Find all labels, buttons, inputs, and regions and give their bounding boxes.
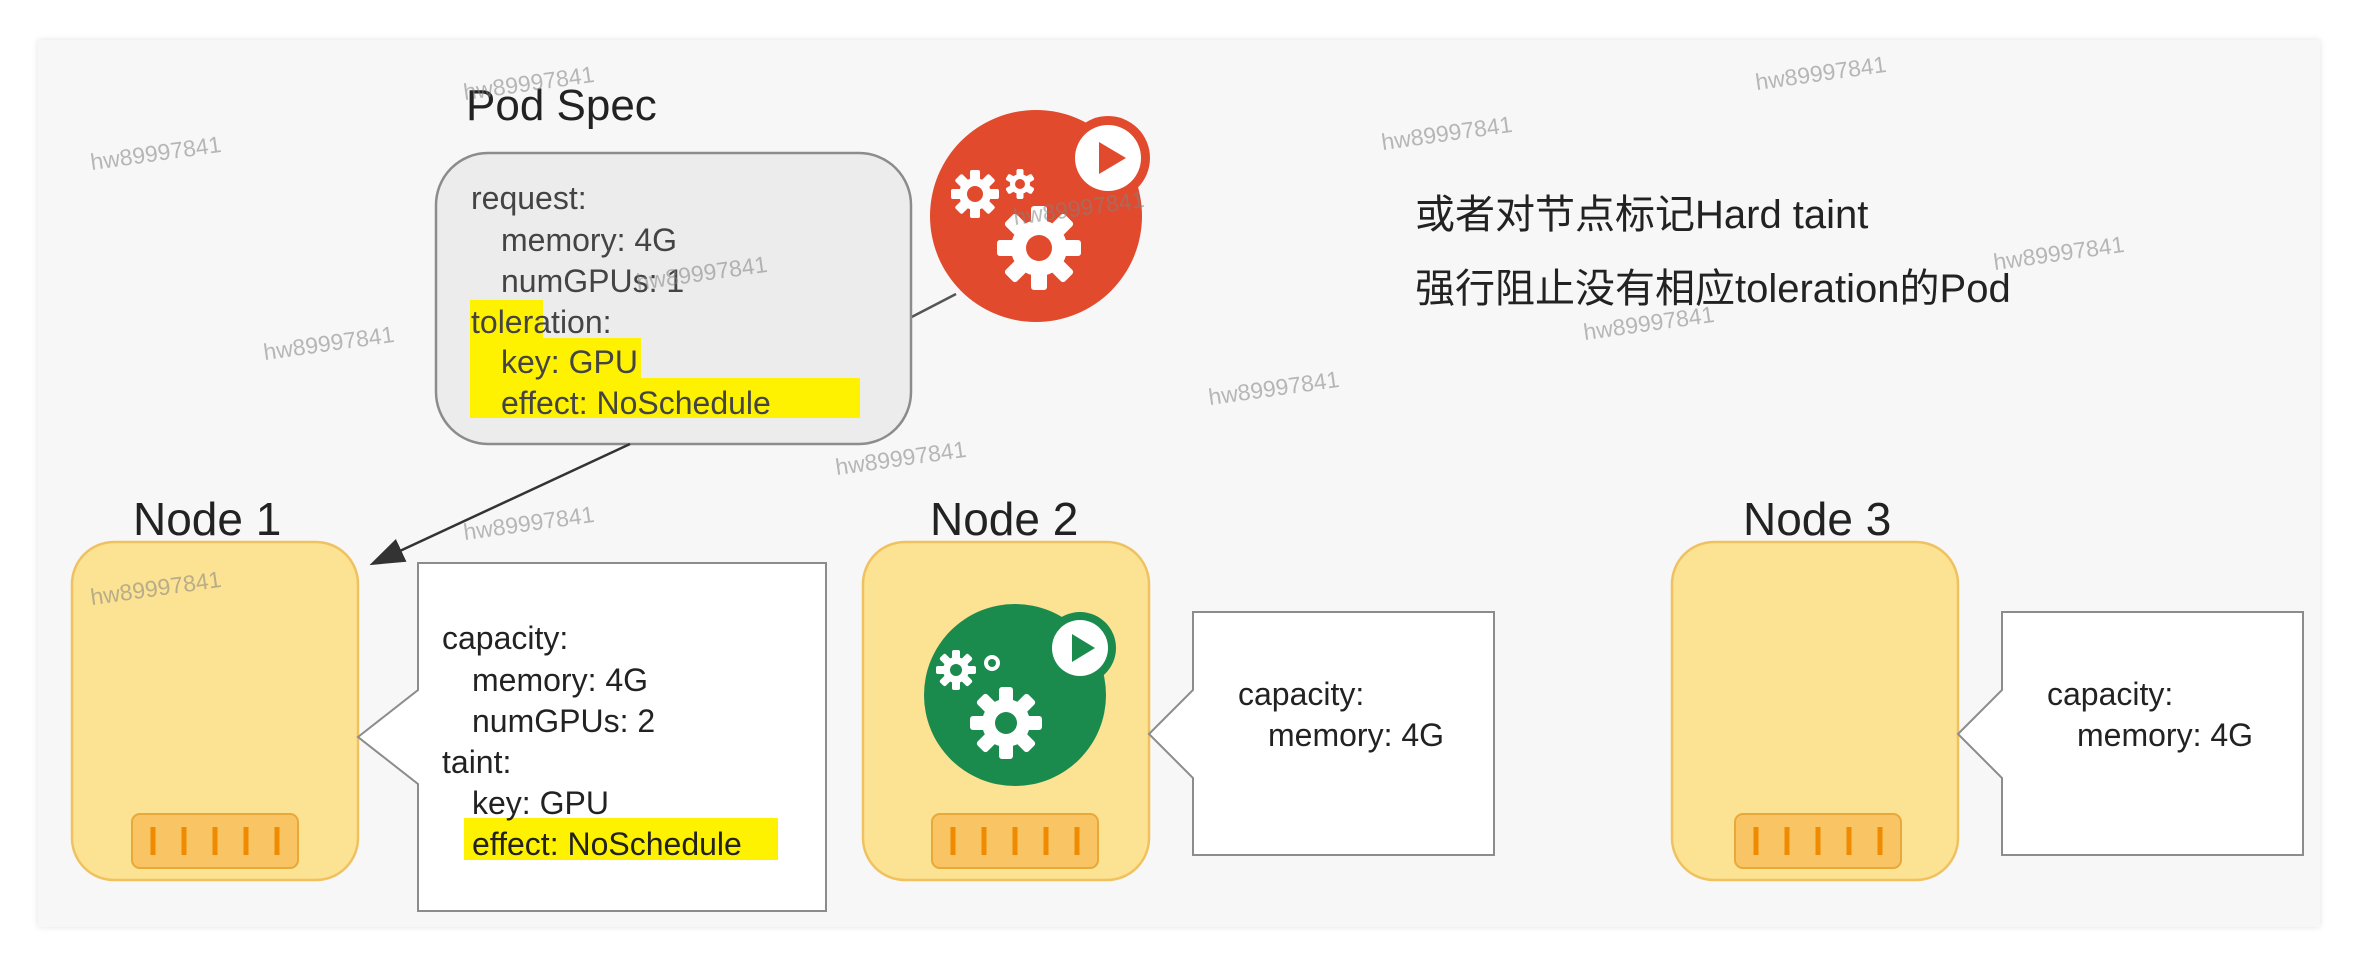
node-2 bbox=[861, 540, 1151, 882]
gear-icon-small bbox=[936, 650, 976, 690]
toleration-key-highlight bbox=[470, 338, 641, 378]
spec-line-key: key: GPU bbox=[501, 344, 638, 380]
node-3-capacity-callout bbox=[1956, 611, 2304, 856]
toleration-highlight bbox=[470, 300, 543, 338]
node-3 bbox=[1670, 540, 1960, 882]
play-icon bbox=[1072, 634, 1095, 662]
gear-icon-small bbox=[951, 170, 999, 218]
gear-icon-tiny bbox=[1005, 169, 1035, 199]
taint-effect-highlight bbox=[464, 818, 778, 860]
node-1-cap-numgpus: numGPUs: 2 bbox=[472, 703, 656, 739]
node-1-title: Node 1 bbox=[133, 493, 282, 545]
play-icon bbox=[1099, 142, 1126, 174]
node-1-cap-effect: effect: NoSchedule bbox=[472, 826, 742, 862]
node-1-cap-taint: taint: bbox=[442, 744, 512, 780]
spec-line-memory: memory: 4G bbox=[501, 222, 678, 258]
toleration-effect-highlight bbox=[470, 378, 860, 418]
node-3-cap-capacity: capacity: bbox=[2047, 676, 2174, 712]
schedule-arrow bbox=[369, 442, 631, 566]
spec-line-toleration: toleration: bbox=[471, 304, 612, 340]
node-2-cap-capacity: capacity: bbox=[1238, 676, 1365, 712]
node-1 bbox=[70, 540, 360, 882]
note-line-2: 强行阻止没有相应toleration的Pod bbox=[1415, 267, 2011, 311]
gear-icon-large bbox=[970, 687, 1042, 759]
node-1-cap-memory: memory: 4G bbox=[472, 662, 649, 698]
pod-icon-green bbox=[924, 604, 1116, 786]
node-3-title: Node 3 bbox=[1743, 493, 1892, 545]
pod-icon-red bbox=[930, 110, 1150, 322]
node-2-title: Node 2 bbox=[930, 493, 1079, 545]
spec-line-request: request: bbox=[471, 180, 587, 216]
note-line-1: 或者对节点标记Hard taint bbox=[1415, 193, 1869, 237]
spec-line-numgpus: numGPUs: 1 bbox=[501, 263, 685, 299]
node-3-cap-memory: memory: 4G bbox=[2077, 717, 2254, 753]
gear-icon-tiny bbox=[984, 655, 1000, 671]
node-1-cap-key: key: GPU bbox=[472, 785, 609, 821]
diagram-canvas bbox=[70, 110, 2304, 912]
node-2-cap-memory: memory: 4G bbox=[1268, 717, 1445, 753]
spec-line-effect: effect: NoSchedule bbox=[501, 385, 771, 421]
node-2-capacity-callout bbox=[1147, 611, 1495, 856]
gear-icon-large bbox=[997, 206, 1081, 290]
pod-spec-title: Pod Spec bbox=[466, 81, 657, 130]
node-1-cap-capacity: capacity: bbox=[442, 620, 569, 656]
slide: Pod Spec request: memory: 4G numGPUs: 1 … bbox=[38, 40, 2320, 927]
